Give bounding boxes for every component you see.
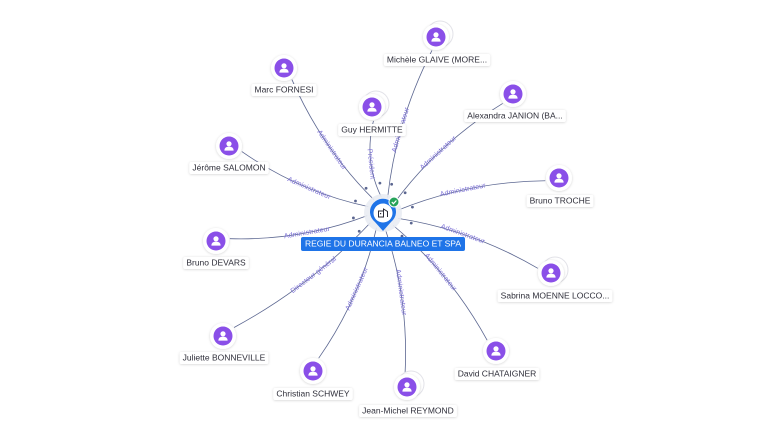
relationship-edge	[241, 151, 369, 208]
person-icon	[546, 268, 556, 278]
person-node[interactable]: Bruno TROCHE	[526, 165, 594, 207]
edge-role-label: Administrateur	[419, 135, 458, 172]
person-name-label[interactable]: Guy HERMITTE	[338, 124, 406, 136]
person-name: Sabrina MOENNE LOCCO...	[501, 290, 610, 300]
person-icon	[431, 32, 441, 42]
person-name-bg	[183, 257, 249, 269]
nodes-layer: Michèle GLAIVE (MORE... Marc FORNESI Guy H…	[179, 20, 613, 417]
edge-role-label: Administrateur	[394, 269, 407, 317]
person-name-bg	[526, 195, 594, 207]
person-name-label[interactable]: Christian SCHWEY	[273, 388, 353, 400]
person-icon	[367, 102, 377, 112]
person-name-label[interactable]: David CHATAIGNER	[454, 368, 540, 380]
company-name: REGIE DU DURANCIA BALNEO ET SPA	[305, 238, 461, 248]
edge-arrow-dot	[364, 186, 368, 190]
person-icon	[402, 382, 412, 392]
person-name: Alexandra JANION (BA...	[467, 110, 562, 120]
person-name-bg	[251, 84, 317, 96]
person-node[interactable]: Bruno DEVARS	[183, 228, 249, 269]
person-icon	[491, 346, 501, 356]
person-icon	[224, 141, 234, 151]
person-name-label[interactable]: Marc FORNESI	[251, 84, 317, 96]
person-name: Guy HERMITTE	[341, 124, 403, 134]
person-name-label[interactable]: Sabrina MOENNE LOCCO...	[497, 290, 613, 302]
person-node[interactable]: Marc FORNESI	[251, 55, 317, 96]
person-icon	[279, 63, 289, 73]
person-name-bg	[383, 54, 491, 66]
person-name-label[interactable]: Alexandra JANION (BA...	[464, 110, 566, 122]
person-name: Marc FORNESI	[254, 84, 313, 94]
company-name-label[interactable]: REGIE DU DURANCIA BALNEO ET SPA	[300, 237, 466, 251]
person-name-bg	[454, 368, 540, 380]
relationship-edge	[398, 180, 546, 211]
person-name: Jérôme SALOMON	[192, 162, 265, 172]
edge-role-label: Administrateur	[345, 266, 370, 312]
edge-role-label: Administrateur	[286, 176, 332, 201]
person-name-label[interactable]: Bruno TROCHE	[526, 195, 594, 207]
edge-arrow-dot	[352, 216, 355, 220]
person-icon	[218, 331, 228, 341]
person-node[interactable]: Guy HERMITTE	[338, 90, 406, 136]
company-name-bg	[300, 237, 466, 251]
check-icon	[388, 196, 400, 208]
person-icon	[308, 366, 318, 376]
person-name-bg	[189, 162, 269, 174]
person-name-bg	[273, 388, 353, 400]
person-name-bg	[179, 352, 269, 364]
edge-role-label: Président	[366, 149, 376, 180]
person-node[interactable]: Alexandra JANION (BA...	[464, 81, 566, 122]
person-name-label[interactable]: Jean-Michel REYMOND	[359, 405, 457, 417]
edge-arrow-dot	[400, 234, 404, 238]
person-name-label[interactable]: Michèle GLAIVE (MORE...	[383, 54, 491, 66]
edge-role-label: Administrateur	[439, 182, 487, 198]
relationship-edge	[392, 225, 488, 341]
edge-arrow-dot	[357, 229, 361, 233]
edge-role-label: Administrateur	[423, 252, 458, 293]
person-name-bg	[464, 110, 566, 122]
relationship-edge	[229, 215, 368, 240]
person-name-label[interactable]: Bruno DEVARS	[183, 257, 249, 269]
relationship-edge	[398, 217, 539, 269]
edge-arrow-dot	[411, 205, 414, 209]
person-icon	[508, 89, 518, 99]
person-name: Juliette BONNEVILLE	[183, 352, 266, 362]
person-name-label[interactable]: Jérôme SALOMON	[189, 162, 269, 174]
person-name: Bruno DEVARS	[186, 257, 246, 267]
person-node[interactable]: Jérôme SALOMON	[189, 133, 269, 174]
person-name-bg	[359, 405, 457, 417]
person-node[interactable]: Juliette BONNEVILLE	[179, 323, 269, 364]
center-node[interactable]: REGIE DU DURANCIA BALNEO ET SPA	[300, 194, 466, 251]
person-node[interactable]: Michèle GLAIVE (MORE...	[383, 20, 491, 66]
edge-arrow-dot	[378, 181, 382, 185]
edge-arrow-dot	[390, 182, 394, 186]
person-name: Michèle GLAIVE (MORE...	[387, 54, 487, 64]
person-name: Bruno TROCHE	[530, 195, 591, 205]
person-name: Christian SCHWEY	[276, 388, 350, 398]
edge-arrow-dot	[354, 199, 357, 203]
person-icon	[211, 236, 221, 246]
person-name-label[interactable]: Juliette BONNEVILLE	[179, 352, 269, 364]
person-name-bg	[497, 290, 613, 302]
person-node[interactable]: Jean-Michel REYMOND	[359, 370, 457, 417]
person-node[interactable]: Sabrina MOENNE LOCCO...	[497, 256, 613, 302]
edge-arrow-dot	[409, 221, 413, 225]
person-name: David CHATAIGNER	[458, 368, 537, 378]
relationship-edge	[387, 50, 433, 198]
person-node[interactable]: Christian SCHWEY	[273, 358, 353, 400]
person-node[interactable]: David CHATAIGNER	[454, 338, 540, 380]
edge-role-label: Directeur général	[290, 255, 338, 295]
person-name: Jean-Michel REYMOND	[362, 405, 454, 415]
building-icon	[378, 208, 388, 218]
person-name-bg	[338, 124, 406, 136]
person-icon	[554, 173, 564, 183]
edge-arrow-dot	[403, 191, 407, 195]
